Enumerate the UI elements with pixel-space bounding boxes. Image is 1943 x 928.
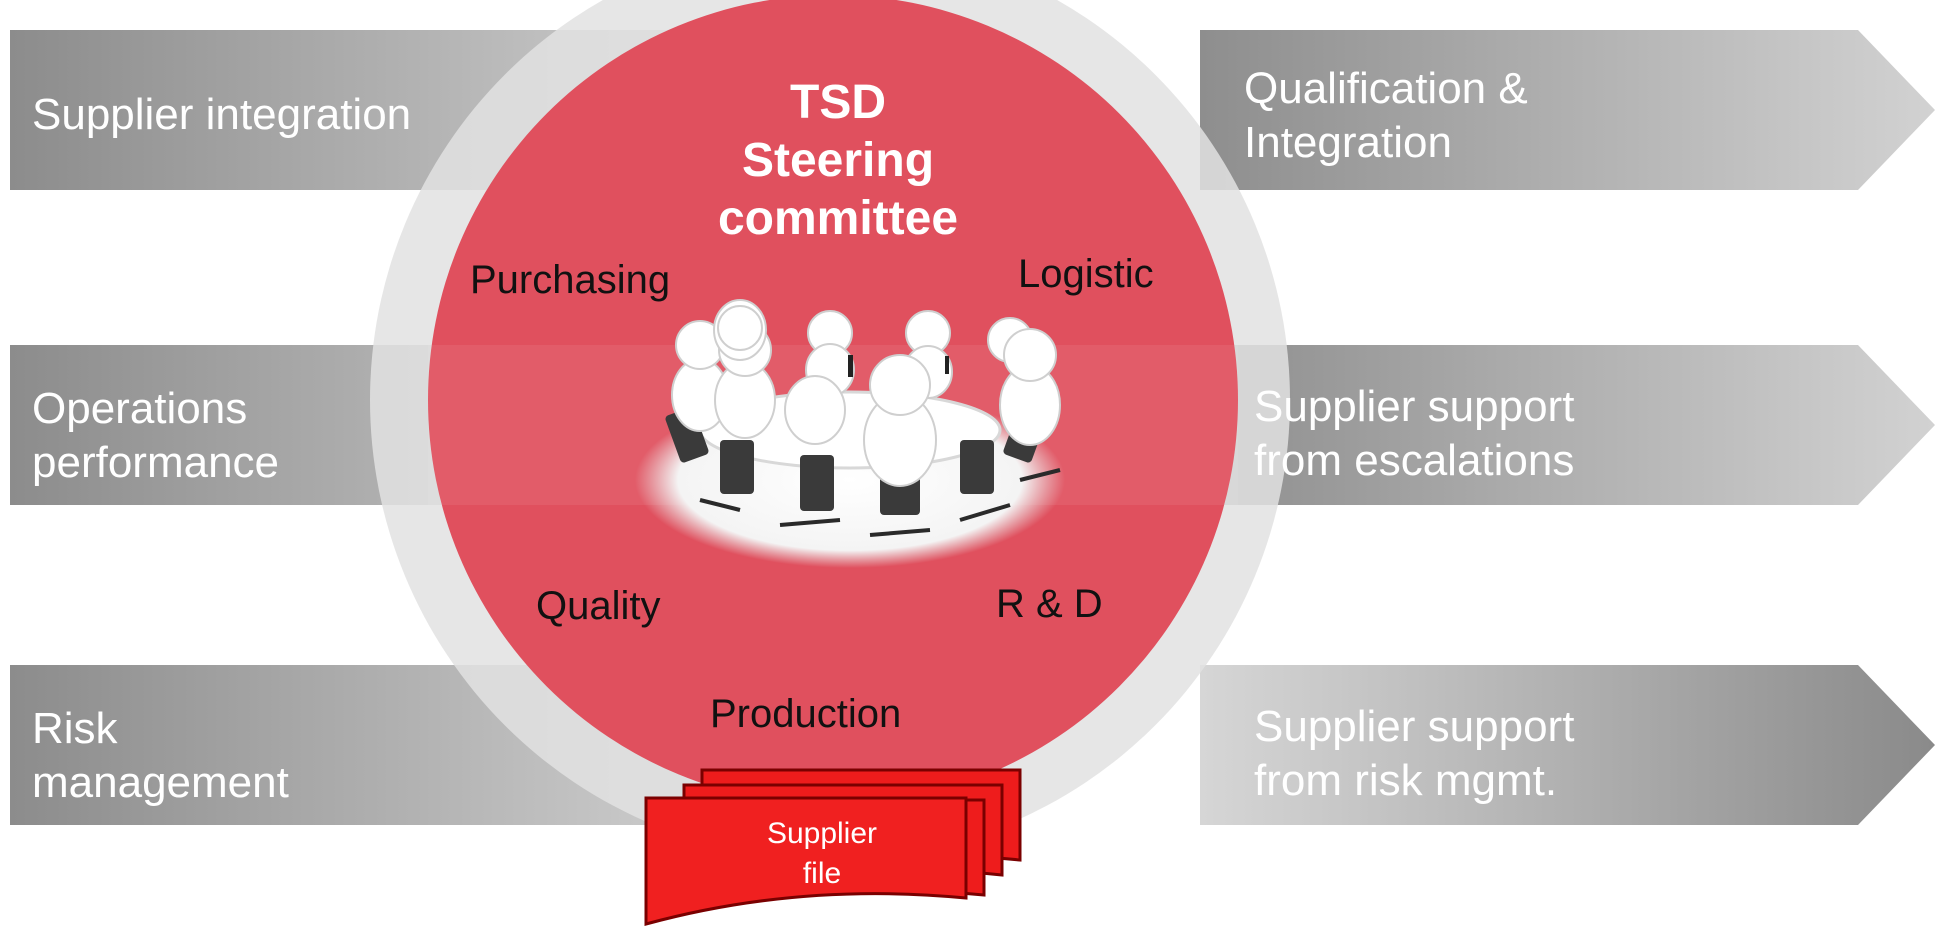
label-operations-performance: Operations performance: [32, 384, 280, 487]
meeting-illustration: [635, 299, 1065, 568]
member-rnd: R & D: [996, 582, 1103, 626]
committee-title: TSD Steering committee: [717, 76, 959, 245]
label-risk-management: Risk management: [32, 704, 289, 807]
arrow-right-escalations: [1200, 345, 1935, 505]
member-quality: Quality: [536, 584, 661, 628]
label-qualification-integration: Qualification & Integration: [1244, 64, 1528, 167]
supplier-file-stack: [644, 768, 1022, 926]
member-purchasing: Purchasing: [470, 258, 671, 302]
member-logistic: Logistic: [1018, 252, 1154, 296]
arrow-right-risk-mgmt: [1200, 665, 1935, 825]
label-support-risk-mgmt: Supplier support from risk mgmt.: [1254, 702, 1575, 805]
arrow-right-qualification: [1200, 30, 1935, 190]
label-support-escalations: Supplier support from escalations: [1254, 382, 1575, 485]
label-supplier-integration: Supplier integration: [32, 90, 412, 139]
supplier-file-label: Supplier file: [766, 817, 878, 890]
member-production: Production: [710, 692, 902, 736]
